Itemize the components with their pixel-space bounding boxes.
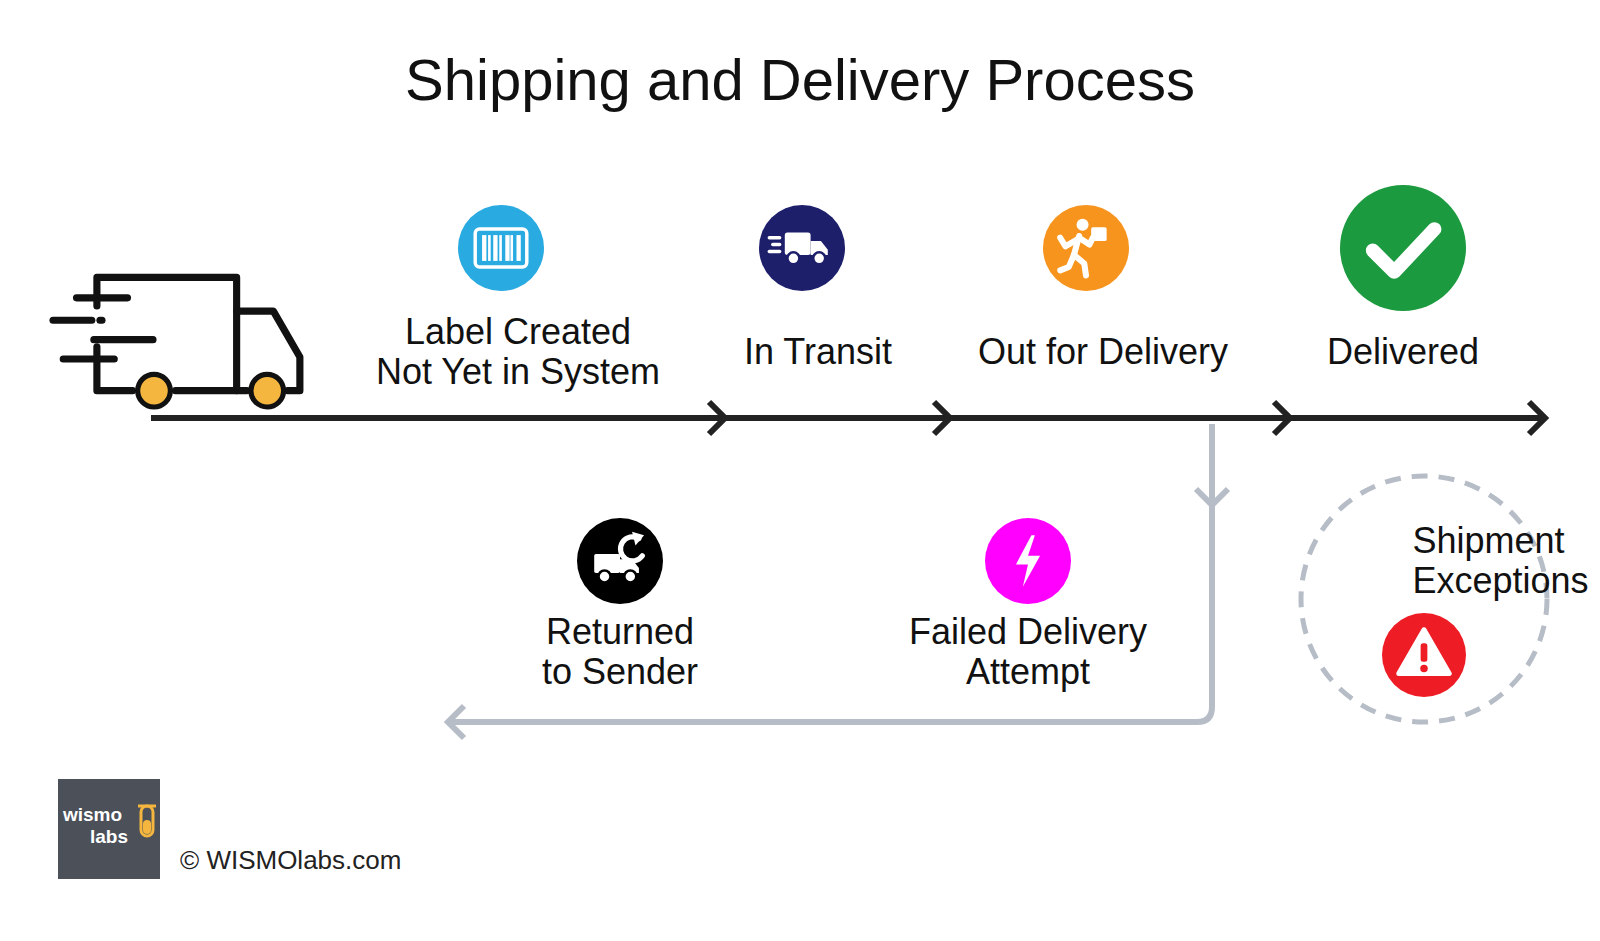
status-label: Shipment Exceptions — [1413, 521, 1436, 602]
logo-text: wismo — [63, 804, 122, 825]
status-label: Label Created Not Yet in System — [375, 312, 662, 393]
flow-arrow — [911, 402, 950, 434]
status-step: Out for Delivery — [950, 180, 1256, 430]
status-step: Label Created Not Yet in System — [345, 180, 695, 430]
flow-arrow — [448, 706, 860, 738]
status-icon — [1382, 613, 1466, 697]
status-icon — [1340, 185, 1466, 311]
status-label: In Transit — [743, 332, 894, 372]
status-icon — [759, 205, 845, 291]
truck-illustration — [53, 277, 300, 407]
copyright-note: © WISMOlabs.com — [180, 846, 401, 875]
flow-arrow — [1196, 430, 1228, 505]
status-label: Returned to Sender — [541, 612, 700, 693]
exception-circle: Shipment Exceptions — [1297, 472, 1551, 726]
status-step: Delivered — [1290, 180, 1516, 430]
timeline — [151, 402, 1545, 434]
status-step: Failed Delivery Attempt — [860, 505, 1225, 730]
status-label: Out for Delivery — [977, 332, 1230, 372]
return-path-line — [860, 424, 1212, 722]
flow-arrow — [695, 402, 725, 434]
flow-arrow — [1256, 402, 1290, 434]
diagram-title: Shipping and Delivery Process — [0, 48, 1600, 113]
status-label: Delivered — [1326, 332, 1481, 372]
status-icon — [458, 205, 544, 291]
wismo-logo — [58, 779, 160, 879]
status-label: Failed Delivery Attempt — [908, 612, 1149, 693]
logo-text: labs — [90, 826, 128, 847]
status-step: Returned to Sender — [448, 505, 760, 730]
status-icon — [1043, 205, 1129, 291]
status-icon — [985, 518, 1071, 604]
status-icon — [577, 518, 663, 604]
status-step: In Transit — [725, 180, 911, 430]
